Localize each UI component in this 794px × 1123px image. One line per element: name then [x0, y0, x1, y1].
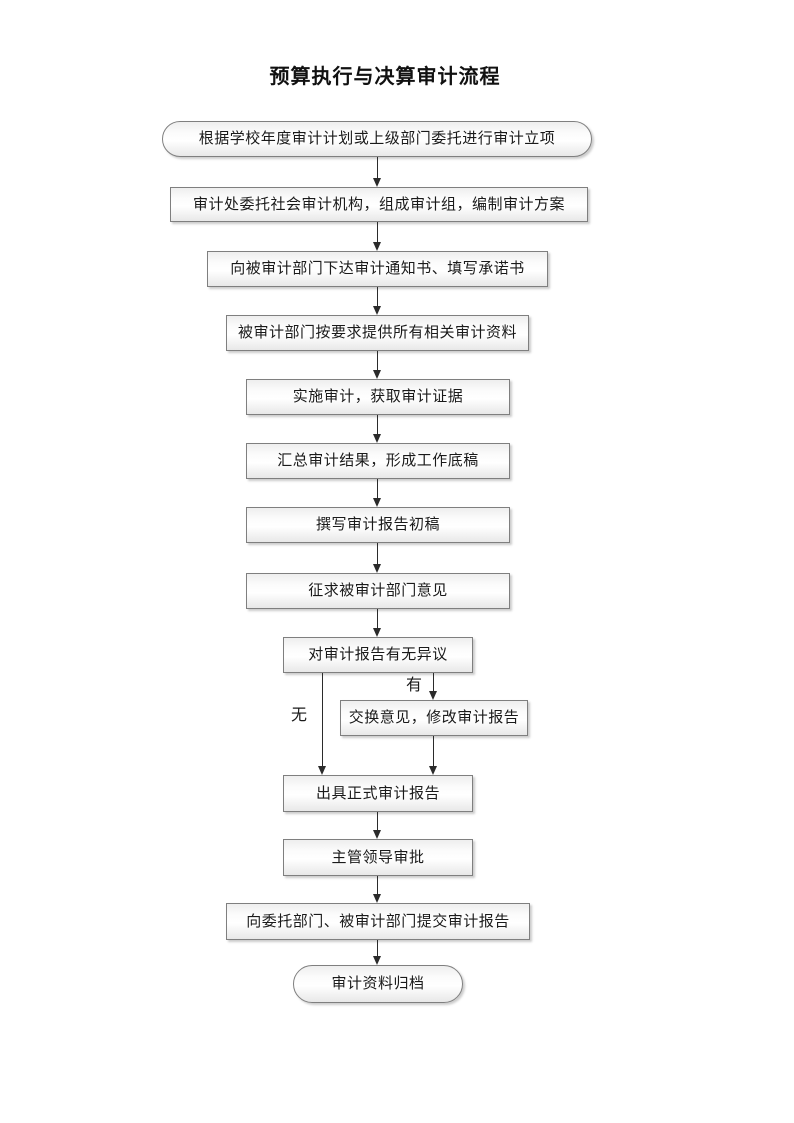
- flow-node-implement: 实施审计，获取审计证据: [246, 379, 510, 415]
- flow-node-provide-material-label: 被审计部门按要求提供所有相关审计资料: [237, 325, 517, 341]
- flow-node-start: 根据学校年度审计计划或上级部门委托进行审计立项: [162, 121, 592, 157]
- flow-node-archive-label: 审计资料归档: [331, 976, 425, 992]
- flow-node-start-label: 根据学校年度审计计划或上级部门委托进行审计立项: [198, 131, 556, 147]
- flow-node-draft-report: 撰写审计报告初稿: [246, 507, 510, 543]
- flow-node-archive: 审计资料归档: [293, 965, 463, 1003]
- flow-node-notify: 向被审计部门下达审计通知书、填写承诺书: [207, 251, 548, 287]
- arrow-notify-to-provide: [373, 287, 382, 315]
- arrow-draft-to-solicit: [373, 543, 382, 573]
- arrow-implement-to-summarize: [373, 415, 382, 443]
- arrow-submit-to-archive: [373, 940, 382, 965]
- flow-node-issue-report: 出具正式审计报告: [283, 775, 473, 812]
- flow-node-provide-material: 被审计部门按要求提供所有相关审计资料: [226, 315, 529, 351]
- branch-label-yes: 有: [406, 677, 423, 694]
- flow-node-notify-label: 向被审计部门下达审计通知书、填写承诺书: [230, 261, 525, 277]
- flow-node-submit-report-label: 向委托部门、被审计部门提交审计报告: [246, 913, 510, 930]
- flow-node-form-team-label: 审计处委托社会审计机构，组成审计组，编制审计方案: [192, 196, 565, 213]
- arrow-approve-to-submit: [373, 876, 382, 903]
- arrow-decision-no-to-issue: [318, 673, 327, 775]
- arrow-issue-to-approve: [373, 812, 382, 839]
- arrow-decision-yes-to-exchange: [429, 673, 438, 700]
- arrow-start-to-form-team: [373, 157, 382, 187]
- flow-node-issue-report-label: 出具正式审计报告: [315, 785, 440, 802]
- flow-node-exchange-label: 交换意见，修改审计报告: [348, 710, 520, 726]
- flow-node-implement-label: 实施审计，获取审计证据: [292, 389, 464, 405]
- arrow-exchange-to-issue: [429, 736, 438, 775]
- page-title: 预算执行与决算审计流程: [269, 64, 501, 88]
- flow-node-decision-label: 对审计报告有无异议: [308, 647, 448, 663]
- flow-node-leader-approve-label: 主管领导审批: [331, 849, 425, 866]
- branch-label-no: 无: [291, 707, 308, 724]
- flow-node-solicit-opinion: 征求被审计部门意见: [246, 573, 510, 609]
- flow-node-submit-report: 向委托部门、被审计部门提交审计报告: [226, 903, 530, 940]
- flow-node-decision: 对审计报告有无异议: [283, 637, 473, 673]
- arrow-form-team-to-notify: [373, 222, 382, 251]
- arrow-provide-to-implement: [373, 351, 382, 379]
- flow-node-draft-report-label: 撰写审计报告初稿: [315, 517, 440, 533]
- flow-node-summarize-label: 汇总审计结果，形成工作底稿: [277, 453, 479, 469]
- flow-node-form-team: 审计处委托社会审计机构，组成审计组，编制审计方案: [170, 187, 588, 222]
- arrow-summarize-to-draft: [373, 479, 382, 507]
- flow-node-solicit-opinion-label: 征求被审计部门意见: [308, 583, 448, 599]
- arrow-solicit-to-decision: [373, 609, 382, 637]
- flow-node-exchange: 交换意见，修改审计报告: [340, 700, 528, 736]
- flow-node-leader-approve: 主管领导审批: [283, 839, 473, 876]
- flow-node-summarize: 汇总审计结果，形成工作底稿: [246, 443, 510, 479]
